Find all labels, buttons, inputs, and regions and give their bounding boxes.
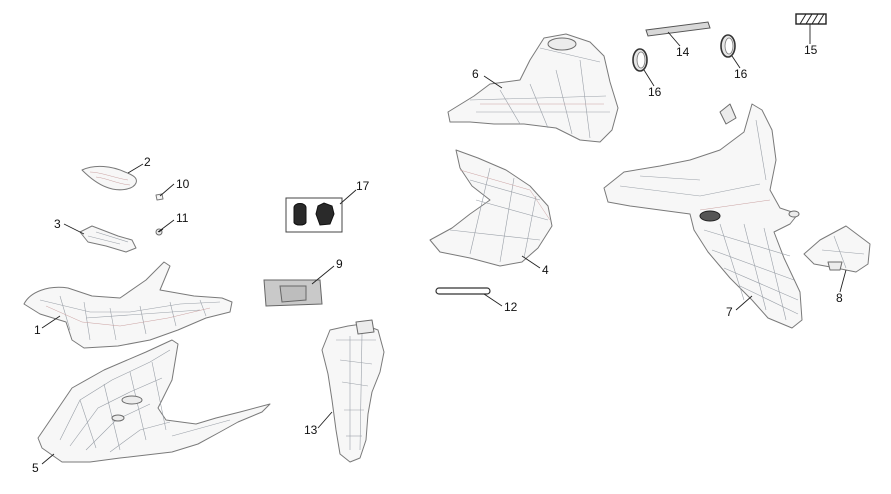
callout-17: 17 xyxy=(356,179,370,193)
part-16-ring-right xyxy=(720,34,736,58)
leader-14 xyxy=(667,31,681,47)
leader-4 xyxy=(521,255,541,269)
leader-6 xyxy=(483,75,503,89)
callout-16-right: 16 xyxy=(734,67,748,81)
callout-6: 6 xyxy=(472,67,479,81)
leader-1 xyxy=(41,315,61,329)
leader-17 xyxy=(339,189,357,205)
part-12-strip xyxy=(435,287,491,295)
callout-5: 5 xyxy=(32,461,39,475)
leader-lines xyxy=(41,24,847,465)
callout-3: 3 xyxy=(54,217,61,231)
part-4-inner-fender xyxy=(429,149,553,267)
leader-11 xyxy=(157,219,175,233)
callout-12: 12 xyxy=(504,300,518,314)
leader-9 xyxy=(311,265,335,285)
part-11-screw xyxy=(155,228,164,236)
leader-8 xyxy=(839,269,847,293)
leader-16a xyxy=(643,69,655,87)
callout-9: 9 xyxy=(336,257,343,271)
callout-7: 7 xyxy=(726,305,733,319)
part-15-label xyxy=(795,13,827,25)
leader-13 xyxy=(317,411,333,429)
part-8-plate-bracket xyxy=(803,225,871,273)
callout-8: 8 xyxy=(836,291,843,305)
leader-7 xyxy=(735,295,753,311)
leader-10 xyxy=(159,183,175,197)
part-5-underbody-panel xyxy=(37,339,271,463)
part-13-inner-shield xyxy=(321,319,385,463)
callout-13: 13 xyxy=(304,423,318,437)
callout-4: 4 xyxy=(542,263,549,277)
callout-14: 14 xyxy=(676,45,690,59)
callout-1: 1 xyxy=(34,323,41,337)
part-2-seat-piece xyxy=(81,165,137,191)
leader-5 xyxy=(41,453,55,465)
callout-15: 15 xyxy=(804,43,818,57)
part-3-bracket xyxy=(79,225,137,253)
callout-16-left: 16 xyxy=(648,85,662,99)
leader-3 xyxy=(63,223,85,235)
part-9-foam-block xyxy=(263,279,323,307)
part-16-ring-left xyxy=(632,48,648,72)
leader-12 xyxy=(483,293,503,307)
callout-2: 2 xyxy=(144,155,151,169)
leader-2 xyxy=(127,163,144,174)
part-7-rear-mudguard xyxy=(603,103,803,329)
part-14-bar xyxy=(645,21,711,37)
callout-11: 11 xyxy=(176,211,189,225)
callout-labels: 1 2 3 4 5 6 7 8 9 10 11 12 13 14 15 16 1… xyxy=(32,43,843,475)
part-17-grommets xyxy=(285,197,343,233)
leader-16b xyxy=(731,55,741,69)
part-6-inner-frame xyxy=(447,33,619,143)
callout-10: 10 xyxy=(176,177,190,191)
part-1-floor-cover xyxy=(23,261,233,349)
